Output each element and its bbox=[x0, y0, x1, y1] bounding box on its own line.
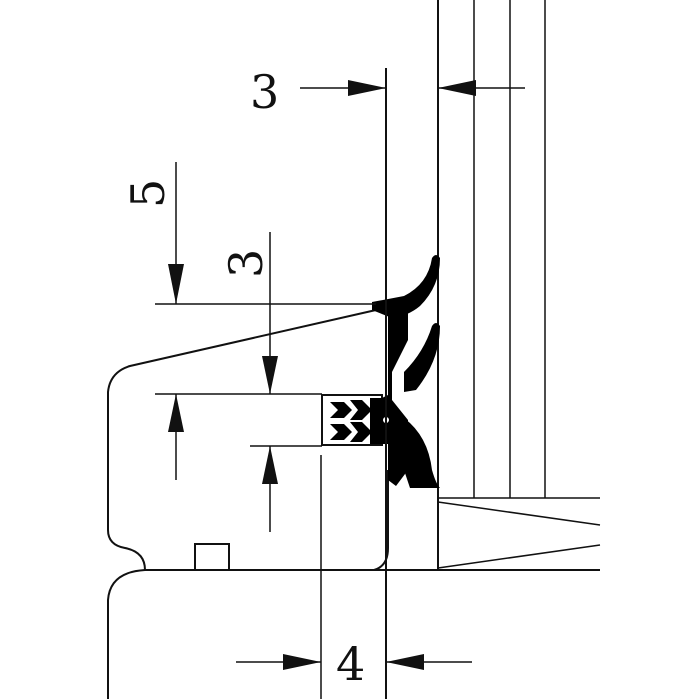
drainage-nub bbox=[194, 543, 230, 571]
seal-gasket bbox=[321, 255, 440, 488]
dimension-seal-depth: 3 bbox=[155, 232, 322, 532]
dimension-label-top-gap: 3 bbox=[250, 65, 279, 119]
dimension-label-bottom-width: 4 bbox=[336, 637, 365, 691]
dimension-seal-height: 5 bbox=[121, 162, 376, 305]
dimension-bottom-width: 4 bbox=[236, 455, 472, 699]
dimension-top-gap: 3 bbox=[250, 65, 525, 699]
dimension-label-seal-depth: 3 bbox=[219, 249, 273, 278]
dimension-label-seal-height: 5 bbox=[121, 179, 175, 208]
